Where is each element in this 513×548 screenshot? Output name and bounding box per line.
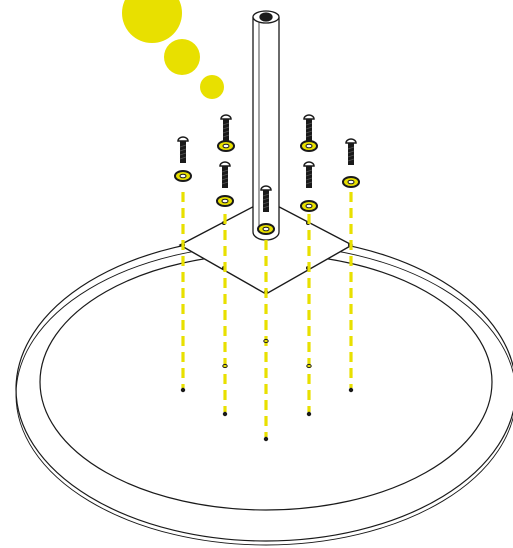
base-hole: [306, 363, 312, 369]
step-dot-large: [122, 0, 182, 43]
screw-icon: [219, 161, 231, 188]
base-hole: [306, 411, 312, 417]
screw-icon: [220, 114, 232, 141]
step-dot-medium: [164, 39, 200, 75]
base-hole: [222, 363, 228, 369]
step-dot-small: [200, 75, 224, 99]
guide-lines: [181, 192, 353, 437]
screw-icon: [260, 185, 272, 212]
screw-icon: [303, 114, 315, 141]
base-hole: [180, 387, 186, 393]
base-holes: [180, 338, 354, 442]
base-hole: [263, 436, 269, 442]
step-indicator: [122, 0, 224, 99]
base-hole: [263, 338, 269, 344]
screws: [177, 114, 357, 212]
base-hole: [348, 387, 354, 393]
screw-icon: [345, 138, 357, 165]
screw-icon: [303, 161, 315, 188]
washers: [174, 140, 360, 235]
screw-icon: [177, 136, 189, 163]
base-hole: [222, 411, 228, 417]
tube-post: [252, 10, 280, 241]
